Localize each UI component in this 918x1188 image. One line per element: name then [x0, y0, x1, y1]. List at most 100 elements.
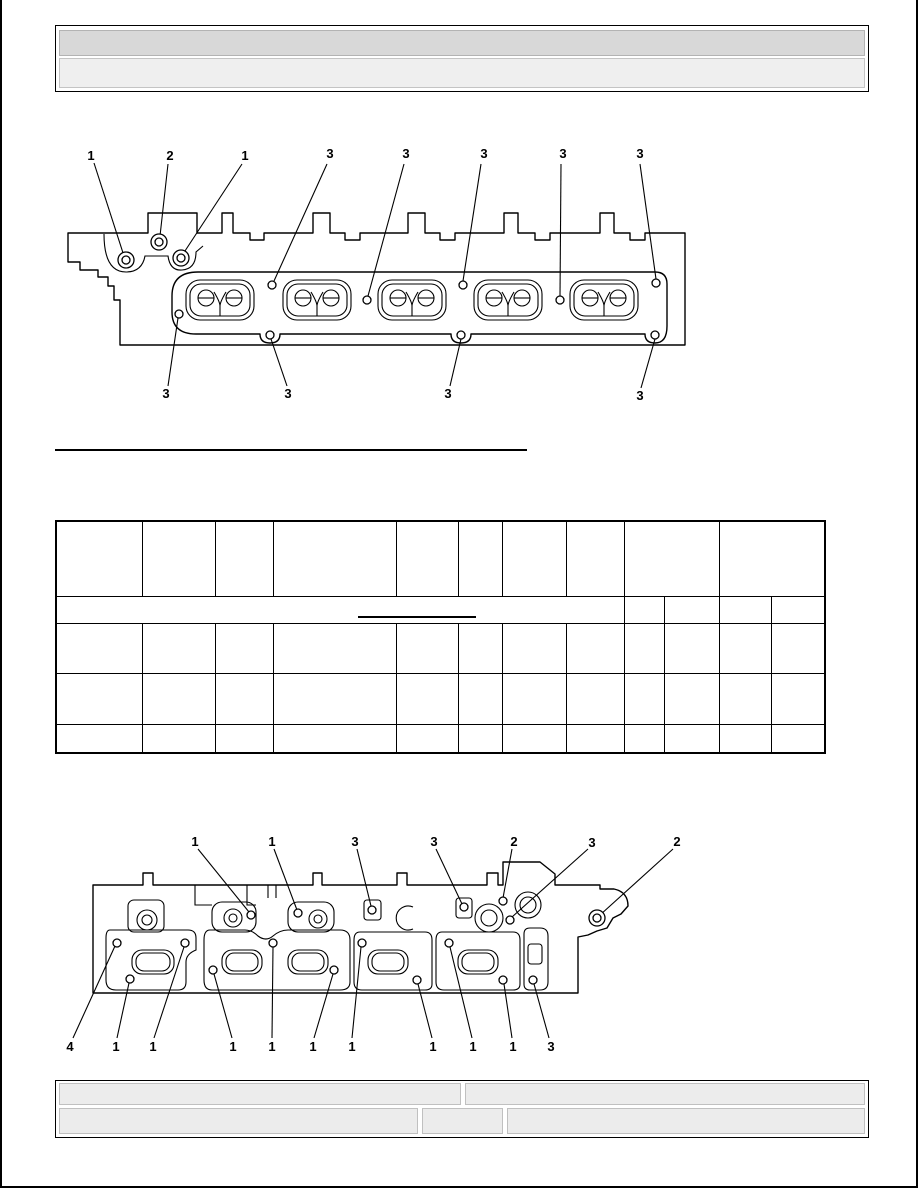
callout-label: 1: [429, 1039, 436, 1054]
table-header-cell: [214, 520, 274, 597]
table-header-cell: [623, 520, 720, 597]
table-header-cell: [55, 520, 143, 597]
spec-table: [55, 520, 826, 754]
upper-bracket-outline: [194, 885, 277, 906]
table-cell: [623, 622, 665, 674]
sensor-ring: [514, 891, 542, 919]
plug-marker: [459, 902, 469, 912]
table-cell: [565, 723, 625, 754]
callout-label: 3: [547, 1039, 554, 1054]
leader-line: [462, 163, 482, 282]
table-cell: [718, 672, 772, 725]
combustion-chamber: [185, 279, 255, 321]
callout-label: 2: [166, 148, 173, 163]
boss-bore: [228, 913, 238, 923]
callout-label: 1: [469, 1039, 476, 1054]
chamber-ridge: [597, 291, 611, 316]
plug-marker: [367, 905, 377, 915]
exhaust-port: [457, 949, 499, 975]
footer-cell: [507, 1108, 865, 1134]
chamber-outline: [473, 279, 543, 321]
table-cell: [272, 622, 397, 674]
footer-cell: [465, 1083, 865, 1105]
callout-label: 2: [510, 834, 517, 849]
callout-label: 3: [326, 146, 333, 161]
table-cell: [55, 723, 143, 754]
table-cell: [770, 723, 826, 754]
callout-label: 3: [402, 146, 409, 161]
leader-line: [273, 848, 298, 911]
table-subheader-cell: [55, 595, 625, 624]
plug-marker: [498, 896, 508, 906]
table-subheader-cell: [663, 595, 720, 624]
table-cell: [663, 672, 720, 725]
header-title-bar: [59, 30, 865, 56]
callout-label: 3: [444, 386, 451, 401]
plug-marker: [174, 309, 184, 319]
callout-label: 1: [348, 1039, 355, 1054]
leader-line: [367, 163, 405, 297]
exhaust-port: [131, 949, 175, 975]
chamber-outline: [377, 279, 447, 321]
callout-label: 3: [480, 146, 487, 161]
cylinder-head-outline: [92, 861, 629, 994]
plug-marker: [528, 975, 538, 985]
page-header: [55, 25, 869, 92]
table-cell: [214, 672, 274, 725]
boss-bore: [480, 909, 498, 927]
boss-ring: [223, 908, 243, 928]
plug-markers: [112, 896, 606, 985]
callout-label: 1: [241, 148, 248, 163]
boss-bore: [141, 914, 153, 926]
chamber-ridge: [405, 291, 419, 316]
boss-ring: [308, 909, 328, 929]
table-cell: [623, 723, 665, 754]
table-cell: [718, 622, 772, 674]
chamber-outline: [569, 279, 639, 321]
cylinder-head-side-diagram: 1 1 3 3 2 3 2 4 1 1 1 1 1 1 1 1 1 3: [66, 834, 680, 1054]
callout-label: 3: [430, 834, 437, 849]
plug-marker: [357, 938, 367, 948]
leader-line: [182, 163, 243, 255]
footer-cell: [59, 1108, 418, 1134]
table-cell: [55, 672, 143, 725]
table-cell: [395, 622, 459, 674]
table-cell: [457, 622, 503, 674]
leader-line: [153, 946, 185, 1039]
leader-line: [435, 848, 463, 905]
boss-arc: [395, 905, 414, 931]
coolant-passage-inner: [527, 943, 543, 965]
leader-line: [640, 338, 656, 389]
table-cell: [623, 672, 665, 725]
table-cell: [141, 622, 216, 674]
callout-label: 1: [509, 1039, 516, 1054]
plug-marker: [444, 938, 454, 948]
leader-line: [417, 983, 433, 1039]
leader-line: [159, 163, 169, 237]
boss-outline: [287, 901, 335, 933]
leader-line: [273, 163, 328, 282]
callout-label: 1: [149, 1039, 156, 1054]
table-cell: [214, 723, 274, 754]
callout-label: 1: [87, 148, 94, 163]
leader-line: [313, 973, 334, 1039]
table-cell: [663, 723, 720, 754]
plug-marker: [293, 908, 303, 918]
plug-marker: [112, 938, 122, 948]
plug-marker: [268, 938, 278, 948]
table-cell: [501, 672, 567, 725]
cylinder-head-outline: [67, 212, 686, 346]
boss-bore: [313, 914, 323, 924]
exhaust-port: [221, 949, 263, 975]
plug-marker: [498, 975, 508, 985]
leader-line: [503, 983, 513, 1039]
combustion-chamber: [473, 279, 543, 321]
exhaust-port: [287, 949, 329, 975]
plug-marker: [650, 330, 660, 340]
table-header-cell: [395, 520, 459, 597]
sensor-bore: [519, 896, 537, 914]
plug-marker: [125, 974, 135, 984]
combustion-chamber: [569, 279, 639, 321]
callout-label: 1: [309, 1039, 316, 1054]
table-subheader-cell: [718, 595, 772, 624]
